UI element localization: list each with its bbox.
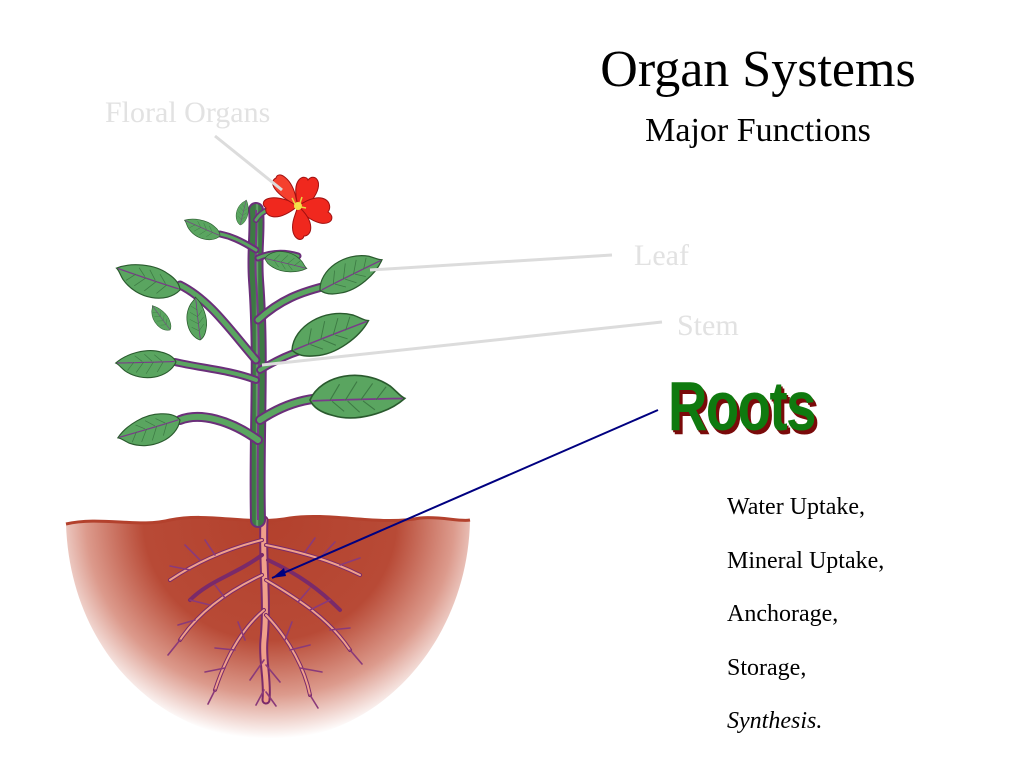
function-item: Storage,	[727, 654, 807, 681]
label-roots: Roots	[668, 367, 816, 445]
slide-title: Organ Systems	[600, 41, 916, 98]
function-item: Mineral Uptake,	[727, 547, 885, 574]
stem-pointer	[261, 320, 663, 367]
function-item: Anchorage,	[727, 601, 839, 627]
soil-surface	[65, 514, 471, 526]
root-functions-list: Water Uptake, Mineral Uptake, Anchorage,…	[727, 494, 884, 762]
flower	[262, 174, 333, 240]
floral-pointer	[214, 134, 283, 192]
roots-pointer-arrowhead	[272, 568, 286, 578]
label-floral-organs: Floral Organs	[105, 96, 271, 129]
leaf-pointer	[369, 253, 613, 272]
function-item: Synthesis.	[727, 708, 823, 734]
roots-pointer	[271, 409, 659, 579]
function-item: Water Uptake,	[727, 494, 865, 520]
label-leaf: Leaf	[634, 239, 689, 272]
plant-stem	[171, 202, 345, 528]
label-stem: Stem	[677, 309, 739, 342]
root-system	[167, 515, 363, 709]
slide-subtitle: Major Functions	[645, 112, 871, 149]
